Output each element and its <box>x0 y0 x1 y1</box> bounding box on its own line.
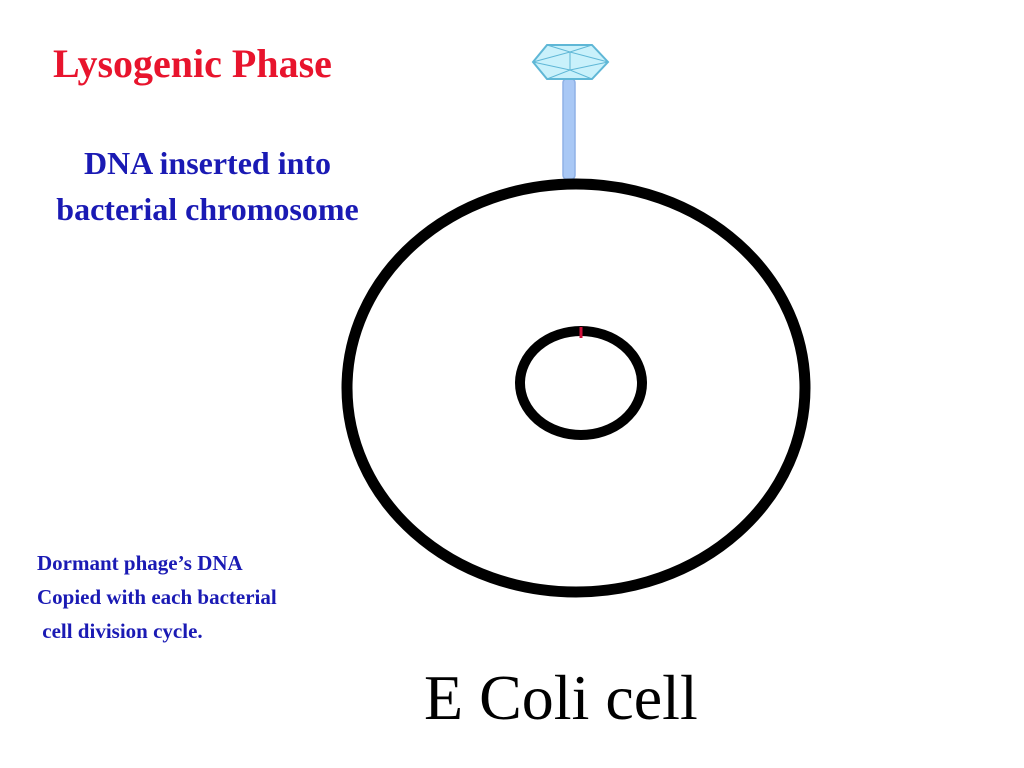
ecoli-cell-label: E Coli cell <box>424 662 698 733</box>
slide-title: Lysogenic Phase <box>53 41 332 86</box>
bacterial-chromosome <box>515 326 647 440</box>
subtitle-line: bacterial chromosome <box>56 191 359 227</box>
phage-head <box>531 44 610 80</box>
note-line: Copied with each bacterial <box>37 585 277 609</box>
phage-tail <box>562 77 576 181</box>
dormant-dna-note: Dormant phage’s DNA Copied with each bac… <box>37 546 277 648</box>
ecoli-cell-wall <box>341 178 811 598</box>
slide-subtitle: DNA inserted into bacterial chromosome <box>0 140 415 232</box>
note-line: Dormant phage’s DNA <box>37 551 243 575</box>
note-line: cell division cycle. <box>37 619 203 643</box>
subtitle-line: DNA inserted into <box>83 145 332 181</box>
bacteriophage-icon <box>531 44 610 181</box>
